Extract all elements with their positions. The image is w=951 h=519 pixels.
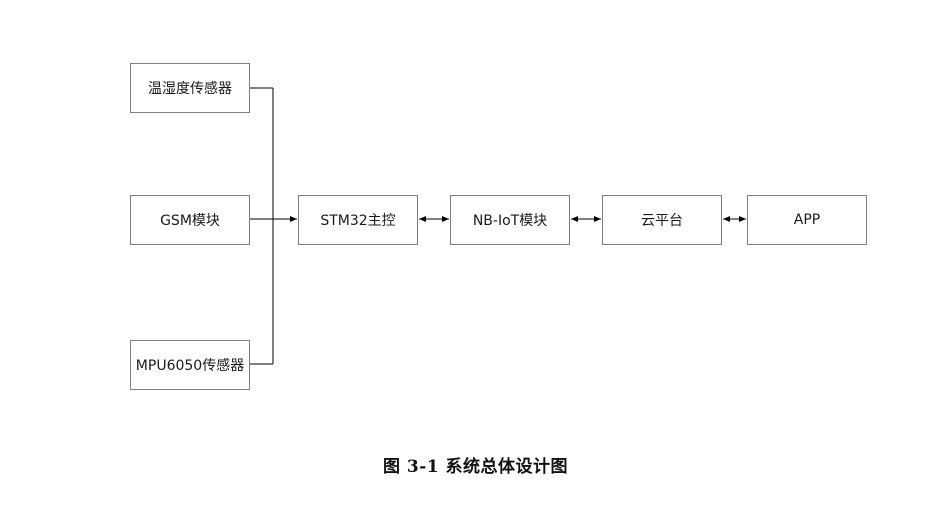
stm32-controller-box: STM32主控 <box>298 195 418 245</box>
nbiot-module-box: NB-IoT模块 <box>450 195 570 245</box>
temp-humidity-sensor-label: 温湿度传感器 <box>148 81 232 97</box>
gsm-module-box: GSM模块 <box>130 195 250 245</box>
cloud-platform-box: 云平台 <box>602 195 722 245</box>
figure-caption: 图 3-1 系统总体设计图 <box>382 457 569 477</box>
mpu6050-sensor-box: MPU6050传感器 <box>130 340 250 390</box>
cloud-platform-label: 云平台 <box>641 213 683 229</box>
stm32-controller-label: STM32主控 <box>320 213 396 229</box>
app-box: APP <box>747 195 867 245</box>
temp-humidity-sensor-box: 温湿度传感器 <box>130 63 250 113</box>
gsm-module-label: GSM模块 <box>160 213 220 229</box>
app-label: APP <box>793 212 821 228</box>
nbiot-module-label: NB-IoT模块 <box>472 213 548 229</box>
mpu6050-sensor-label: MPU6050传感器 <box>135 358 245 374</box>
